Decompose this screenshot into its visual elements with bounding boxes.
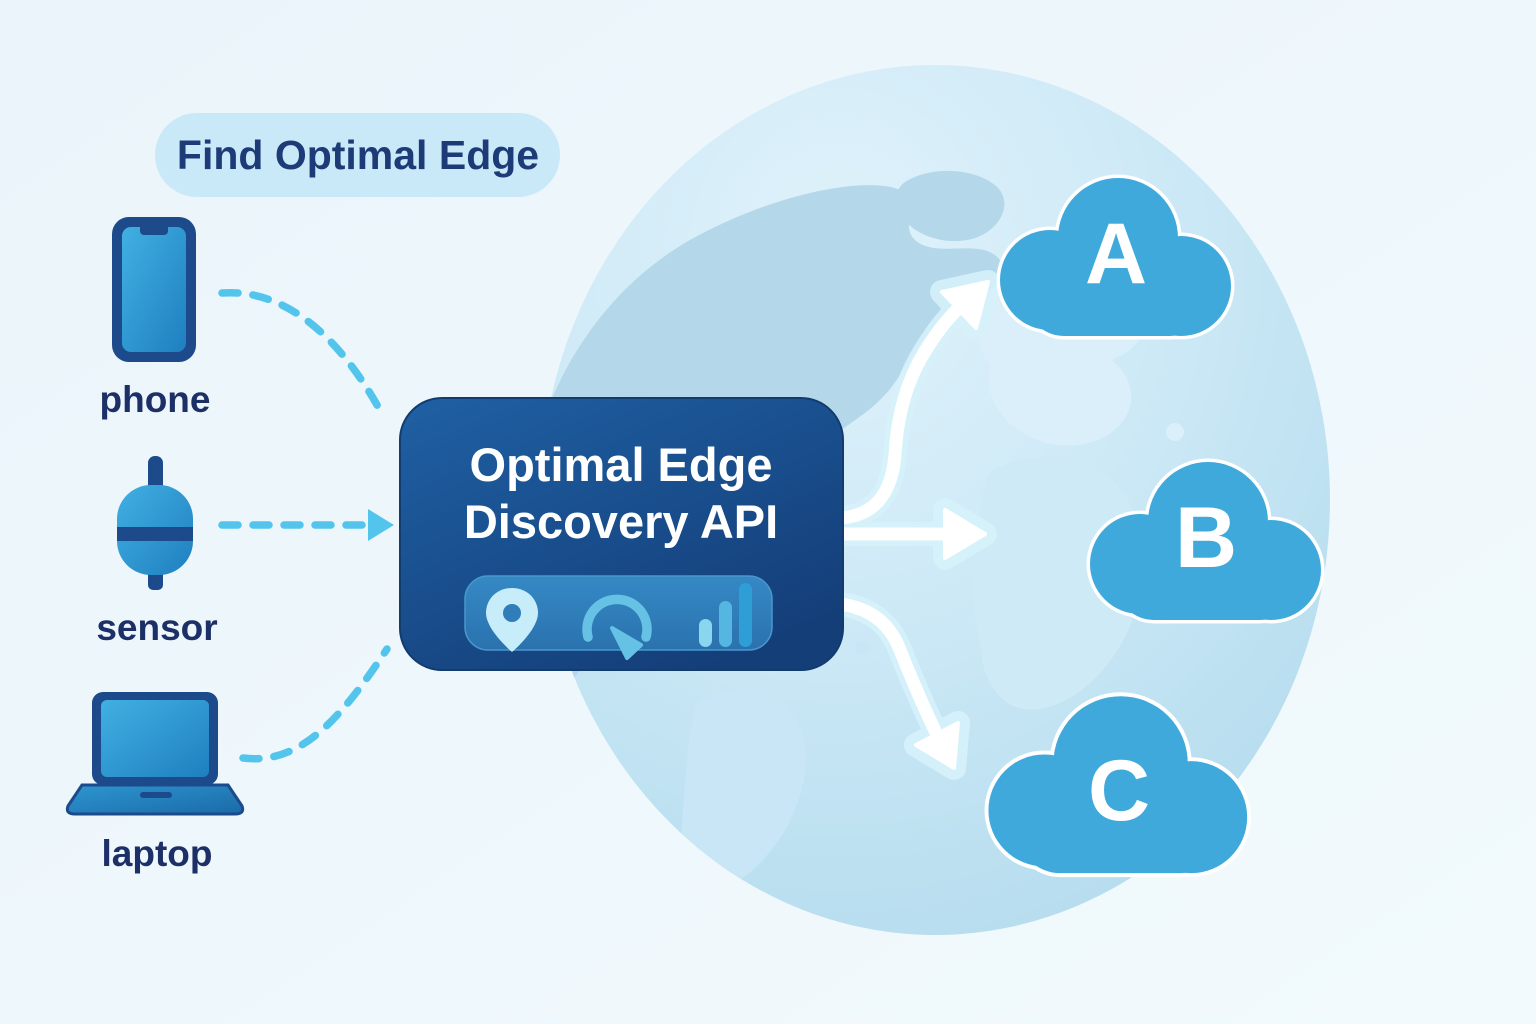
find-optimal-edge-badge: Find Optimal Edge	[155, 113, 560, 197]
arrowhead-b	[943, 508, 987, 560]
laptop-device: laptop	[65, 692, 245, 874]
edge-node-b-label: B	[1175, 490, 1237, 586]
phone-notch	[140, 224, 168, 235]
phone-dashed-arrow	[218, 289, 386, 418]
sensor-band	[117, 527, 193, 541]
flow-arrows	[828, 270, 1000, 780]
api-title-line1: Optimal Edge	[470, 438, 773, 491]
phone-label: phone	[100, 379, 211, 420]
edge-node-a-label: A	[1085, 206, 1147, 302]
phone-device: phone	[100, 217, 211, 420]
sensor-stem-top	[148, 456, 163, 494]
continent-south-america	[680, 690, 806, 891]
sensor-arrowhead	[368, 509, 394, 541]
continent-africa	[971, 457, 1145, 710]
api-title-line2: Discovery API	[464, 495, 778, 548]
sensor-device: sensor	[96, 456, 218, 648]
laptop-base	[65, 783, 245, 816]
laptop-dashed-arrow	[239, 645, 391, 763]
signal-bars-icon	[699, 583, 752, 647]
api-icon-bar	[464, 575, 773, 660]
icon-bar-background	[464, 575, 773, 651]
arrowhead-c	[914, 721, 960, 770]
arrow-to-cloud-c	[833, 597, 945, 744]
island	[1166, 423, 1184, 441]
speed-gauge-icon	[582, 594, 652, 660]
api-box: Optimal Edge Discovery API	[399, 397, 844, 671]
sensor-label: sensor	[96, 607, 217, 648]
island	[855, 641, 869, 655]
arrow-to-cloud-a	[833, 300, 967, 525]
laptop-trackpad-slot	[140, 792, 172, 798]
edge-cloud-a: A	[996, 174, 1235, 340]
laptop-label: laptop	[102, 833, 213, 874]
location-pin-icon	[486, 588, 538, 652]
phone-screen	[122, 227, 186, 352]
continent-greenland	[896, 170, 1005, 242]
device-arrows	[218, 289, 391, 763]
edge-node-c-label: C	[1088, 743, 1150, 839]
badge-pill	[155, 113, 560, 197]
laptop-screen	[101, 700, 209, 777]
edge-cloud-b: B	[1086, 458, 1325, 624]
edge-cloud-c: C	[984, 692, 1252, 878]
badge-label: Find Optimal Edge	[177, 132, 539, 178]
arrowhead-a	[940, 280, 990, 330]
